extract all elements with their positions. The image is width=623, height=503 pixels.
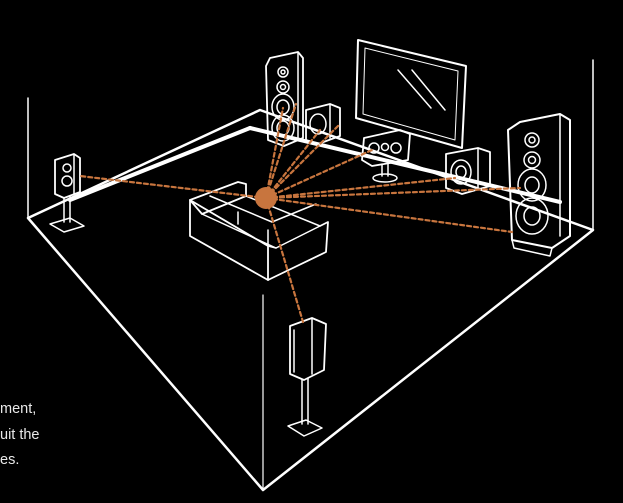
listener-dot xyxy=(255,187,277,209)
sound-paths xyxy=(80,104,520,322)
front-right-tower-speaker xyxy=(508,114,570,256)
right-subwoofer xyxy=(446,148,490,194)
rear-surround-speaker xyxy=(288,318,326,436)
path-to-front-left xyxy=(266,108,283,198)
television xyxy=(356,40,466,148)
path-to-center xyxy=(266,150,372,198)
left-subwoofer xyxy=(306,104,340,144)
left-surround-speaker xyxy=(50,154,84,232)
path-to-left-surround xyxy=(80,176,266,198)
caption-line-3: es. xyxy=(0,451,19,469)
caption-line-1: ment, xyxy=(0,400,36,418)
path-to-front-right-lower xyxy=(266,198,512,232)
caption-line-2: uit the xyxy=(0,426,40,444)
